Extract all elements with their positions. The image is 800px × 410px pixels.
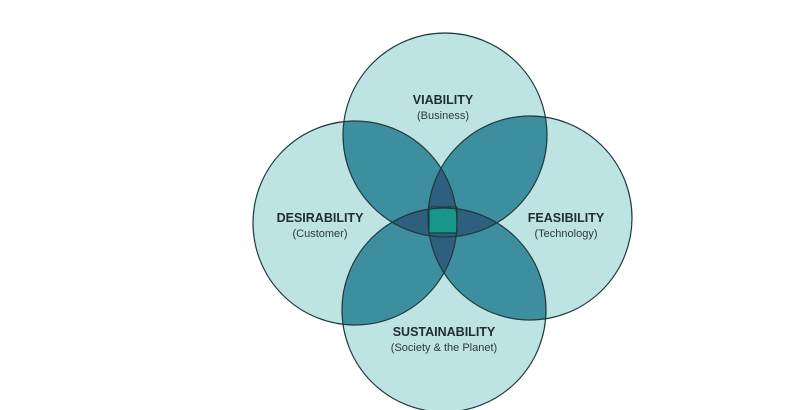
desirability-title: DESIRABILITY bbox=[277, 211, 364, 225]
label-viability: VIABILITY (Business) bbox=[413, 93, 474, 122]
center-square bbox=[428, 206, 458, 234]
feasibility-subtitle: (Technology) bbox=[535, 228, 598, 240]
sustainability-subtitle: (Society & the Planet) bbox=[391, 342, 497, 354]
sustainability-title: SUSTAINABILITY bbox=[393, 325, 496, 339]
label-sustainability: SUSTAINABILITY (Society & the Planet) bbox=[391, 325, 497, 354]
viability-subtitle: (Business) bbox=[417, 110, 469, 122]
desirability-subtitle: (Customer) bbox=[292, 228, 347, 240]
label-desirability: DESIRABILITY (Customer) bbox=[277, 211, 364, 240]
viability-title: VIABILITY bbox=[413, 93, 474, 107]
label-feasibility: FEASIBILITY (Technology) bbox=[528, 211, 605, 240]
feasibility-title: FEASIBILITY bbox=[528, 211, 605, 225]
circle-outlines bbox=[252, 32, 633, 410]
